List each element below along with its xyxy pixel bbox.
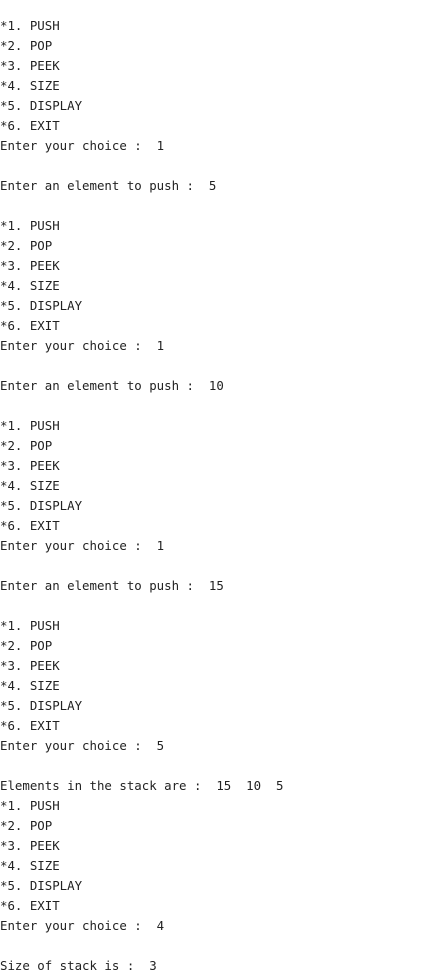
console-line: *5. DISPLAY bbox=[0, 498, 83, 513]
console-line bbox=[0, 396, 441, 416]
console-line: Enter your choice : 1 bbox=[0, 538, 165, 553]
console-line bbox=[0, 756, 441, 776]
console-line: *5. DISPLAY bbox=[0, 298, 83, 313]
console-line bbox=[0, 596, 441, 616]
console-line: *4. SIZE bbox=[0, 78, 60, 93]
console-line: Size of stack is : 3 bbox=[0, 958, 157, 973]
console-line: Enter an element to push : 5 bbox=[0, 178, 217, 193]
console-line: *3. PEEK bbox=[0, 258, 60, 273]
console-line bbox=[0, 936, 441, 956]
console-line: *6. EXIT bbox=[0, 118, 60, 133]
console-line: *2. POP bbox=[0, 238, 53, 253]
console-line: *5. DISPLAY bbox=[0, 698, 83, 713]
console-line bbox=[0, 356, 441, 376]
console-line: *6. EXIT bbox=[0, 718, 60, 733]
console-line: *2. POP bbox=[0, 38, 53, 53]
console-line bbox=[0, 196, 441, 216]
console-line: Enter an element to push : 15 bbox=[0, 578, 224, 593]
console-line: *3. PEEK bbox=[0, 58, 60, 73]
console-line: Enter your choice : 1 bbox=[0, 138, 165, 153]
console-line: *2. POP bbox=[0, 638, 53, 653]
console-line: *6. EXIT bbox=[0, 898, 60, 913]
console-line: *4. SIZE bbox=[0, 678, 60, 693]
console-line: *5. DISPLAY bbox=[0, 878, 83, 893]
console-line: Elements in the stack are : 15 10 5 bbox=[0, 778, 284, 793]
console-line: *3. PEEK bbox=[0, 838, 60, 853]
console-line: *3. PEEK bbox=[0, 458, 60, 473]
console-line: *4. SIZE bbox=[0, 858, 60, 873]
console-line: *2. POP bbox=[0, 438, 53, 453]
console-line: *1. PUSH bbox=[0, 18, 60, 33]
console-line: *1. PUSH bbox=[0, 798, 60, 813]
console-line: *6. EXIT bbox=[0, 518, 60, 533]
console-line: *4. SIZE bbox=[0, 278, 60, 293]
console-line: *2. POP bbox=[0, 818, 53, 833]
console-line: *1. PUSH bbox=[0, 218, 60, 233]
console-line: *1. PUSH bbox=[0, 418, 60, 433]
console-line: *3. PEEK bbox=[0, 658, 60, 673]
console-line: Enter your choice : 1 bbox=[0, 338, 165, 353]
console-line bbox=[0, 556, 441, 576]
console-line: Enter your choice : 5 bbox=[0, 738, 165, 753]
console-line: *5. DISPLAY bbox=[0, 98, 83, 113]
console-line: Enter an element to push : 10 bbox=[0, 378, 224, 393]
console-line: *4. SIZE bbox=[0, 478, 60, 493]
console-line bbox=[0, 156, 441, 176]
console-line: *6. EXIT bbox=[0, 318, 60, 333]
console-line: Enter your choice : 4 bbox=[0, 918, 165, 933]
console-line: *1. PUSH bbox=[0, 618, 60, 633]
